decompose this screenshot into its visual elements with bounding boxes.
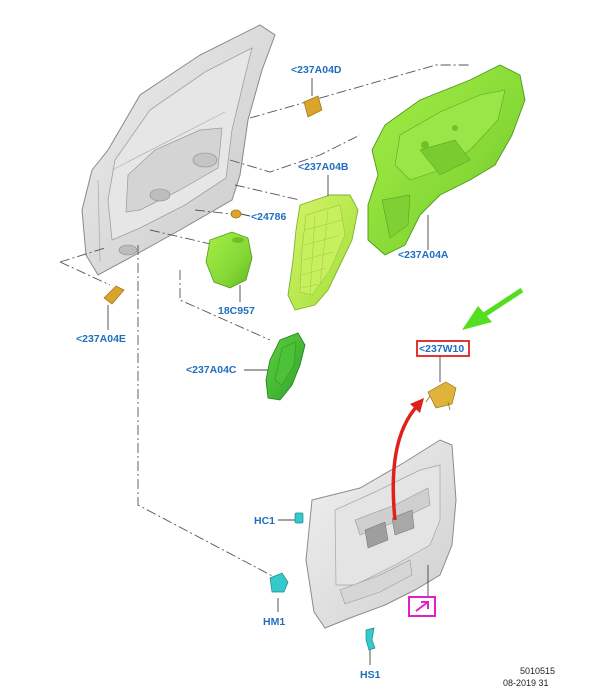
door-inner-panel <box>81 24 276 276</box>
highlight-box-237W10 <box>416 340 470 357</box>
fastener-HM1 <box>269 572 289 593</box>
callout-HM1: HM1 <box>263 616 285 628</box>
date-code: 08-2019 31 <box>503 678 549 688</box>
green-direction-arrow-icon <box>462 287 524 330</box>
pad-237A04E <box>103 285 125 305</box>
magenta-corner-arrow-icon <box>408 596 436 617</box>
pad-24786 <box>230 209 242 219</box>
callout-18C957: 18C957 <box>218 305 255 317</box>
callout-237A04B: <237A04B <box>298 161 349 173</box>
callout-HC1: HC1 <box>254 515 275 527</box>
callout-237W10: <237W10 <box>419 343 464 355</box>
fastener-HS1 <box>365 627 376 651</box>
callout-237A04E: <237A04E <box>76 333 126 345</box>
pad-237W10 <box>425 381 457 411</box>
fastener-HC1 <box>294 512 304 524</box>
insulator-237A04A <box>367 64 526 256</box>
leader-lines <box>107 78 441 665</box>
insulator-237A04C <box>265 332 306 401</box>
callout-24786: <24786 <box>251 211 286 223</box>
door-trim-panel <box>305 439 457 629</box>
insulator-237A04B <box>287 194 359 311</box>
pad-237A04D <box>303 95 323 118</box>
callout-HS1: HS1 <box>360 669 381 681</box>
drawing-number: 5010515 <box>520 666 555 676</box>
callout-237A04A: <237A04A <box>398 249 449 261</box>
callout-237A04D: <237A04D <box>291 64 342 76</box>
pad-18C957 <box>205 231 253 289</box>
red-curved-arrow-icon <box>391 398 424 521</box>
callout-237A04C: <237A04C <box>186 364 237 376</box>
